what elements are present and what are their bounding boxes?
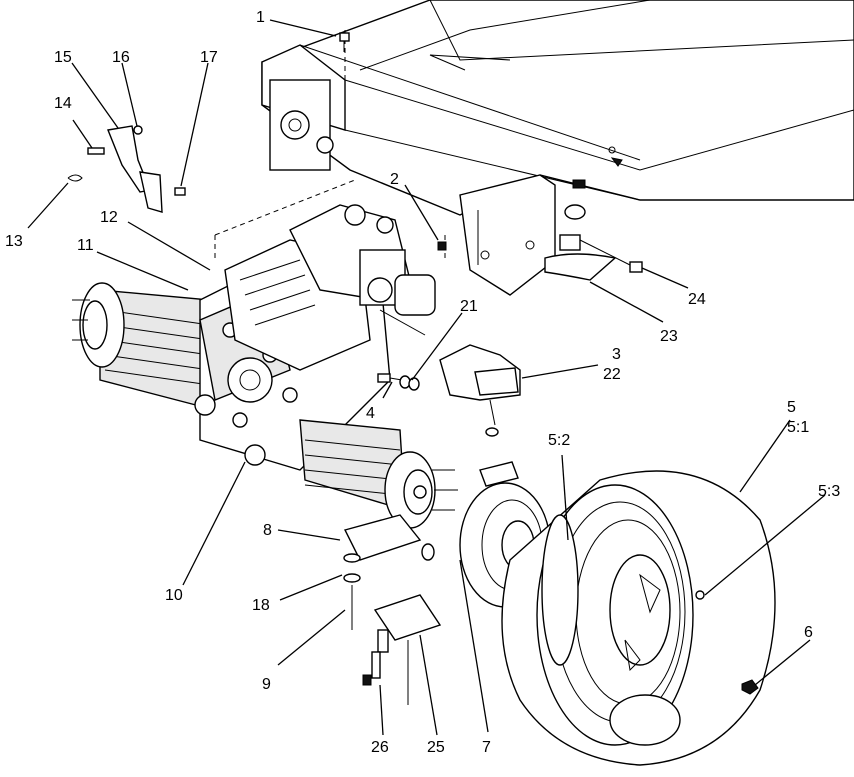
speed-sensor-26 xyxy=(362,629,409,705)
callout-5-2: 5:2 xyxy=(548,432,570,449)
sensor-cap xyxy=(421,543,435,561)
callout-labels: 1 2 3 22 4 5 5:1 5:2 5:3 6 7 8 9 10 11 1… xyxy=(5,9,840,756)
brake-caliper-3 xyxy=(439,344,521,487)
callout-9: 9 xyxy=(262,676,271,693)
callout-12: 12 xyxy=(100,209,118,226)
bracket-23 xyxy=(544,239,631,281)
callout-23: 23 xyxy=(660,328,678,345)
callout-6: 6 xyxy=(804,624,813,641)
callout-21: 21 xyxy=(460,298,478,315)
leader-lines xyxy=(27,19,826,736)
callout-13: 13 xyxy=(5,233,23,250)
callout-5: 5 xyxy=(787,399,796,416)
mower-frame xyxy=(214,0,854,296)
hydrostatic-transaxle xyxy=(72,204,458,529)
callout-24: 24 xyxy=(688,291,706,308)
bolt-24 xyxy=(629,261,643,273)
callout-5-1: 5:1 xyxy=(787,419,809,436)
callout-4: 4 xyxy=(366,405,375,422)
mounting-plate-8 xyxy=(343,514,422,561)
callout-1: 1 xyxy=(256,9,265,26)
callout-14: 14 xyxy=(54,95,72,112)
brake-bracket-assembly xyxy=(67,125,186,213)
nut-2 xyxy=(437,241,447,251)
callout-15: 15 xyxy=(54,49,72,66)
cooling-fins-right xyxy=(304,439,401,496)
bolt-1 xyxy=(339,32,350,52)
callout-16: 16 xyxy=(112,49,130,66)
callout-26: 26 xyxy=(371,739,389,756)
callout-22: 22 xyxy=(603,366,621,383)
callout-7: 7 xyxy=(482,739,491,756)
washers-18-bolt-9 xyxy=(343,553,361,630)
callout-17: 17 xyxy=(200,49,218,66)
callout-2: 2 xyxy=(390,171,399,188)
callout-10: 10 xyxy=(165,587,183,604)
bolt-4-washer-21 xyxy=(377,373,420,391)
wheel-assembly-5 xyxy=(501,470,776,766)
callout-18: 18 xyxy=(252,597,270,614)
callout-3: 3 xyxy=(612,346,621,363)
callout-5-3: 5:3 xyxy=(818,483,840,500)
lug-nut-6 xyxy=(741,679,759,695)
callout-8: 8 xyxy=(263,522,272,539)
callout-11: 11 xyxy=(77,237,94,254)
callout-25: 25 xyxy=(427,739,445,756)
